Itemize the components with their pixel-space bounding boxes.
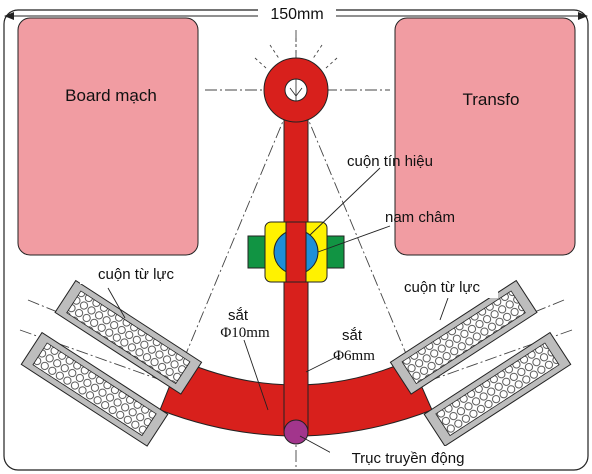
pivot-hub	[263, 57, 329, 123]
iron-10-label-line1: sắt	[228, 307, 249, 324]
leader-lines	[107, 167, 449, 456]
board-block	[17, 17, 199, 256]
signal-coil-label: cuộn tín hiệu	[347, 153, 433, 170]
transfo-label: Transfo	[462, 90, 519, 109]
width-dimension: 150mm	[4, 3, 588, 23]
dimension-label: 150mm	[270, 6, 323, 23]
iron-6-label-line1: sắt	[342, 327, 363, 344]
magnet-label: nam châm	[385, 209, 455, 226]
drive-shaft-label-bg	[330, 446, 488, 468]
board-label: Board mạch	[65, 86, 157, 105]
right-force-coils	[389, 279, 572, 447]
left-force-coils	[20, 279, 203, 447]
right-force-coil-label: cuộn từ lực	[404, 279, 480, 296]
left-force-coil-label: cuộn từ lực	[98, 266, 174, 283]
left-coil-label-bg	[80, 262, 192, 284]
drive-shaft	[283, 419, 309, 445]
magnet-assembly	[247, 221, 345, 283]
pivot-rays	[254, 38, 338, 69]
iron-6-label-line2: Φ6mm	[333, 348, 375, 364]
iron-10-label-line2: Φ10mm	[220, 325, 270, 341]
transfo-block	[394, 17, 576, 256]
right-coil-label-bg	[386, 276, 498, 298]
drive-shaft-label: Trục truyền động	[352, 450, 465, 467]
